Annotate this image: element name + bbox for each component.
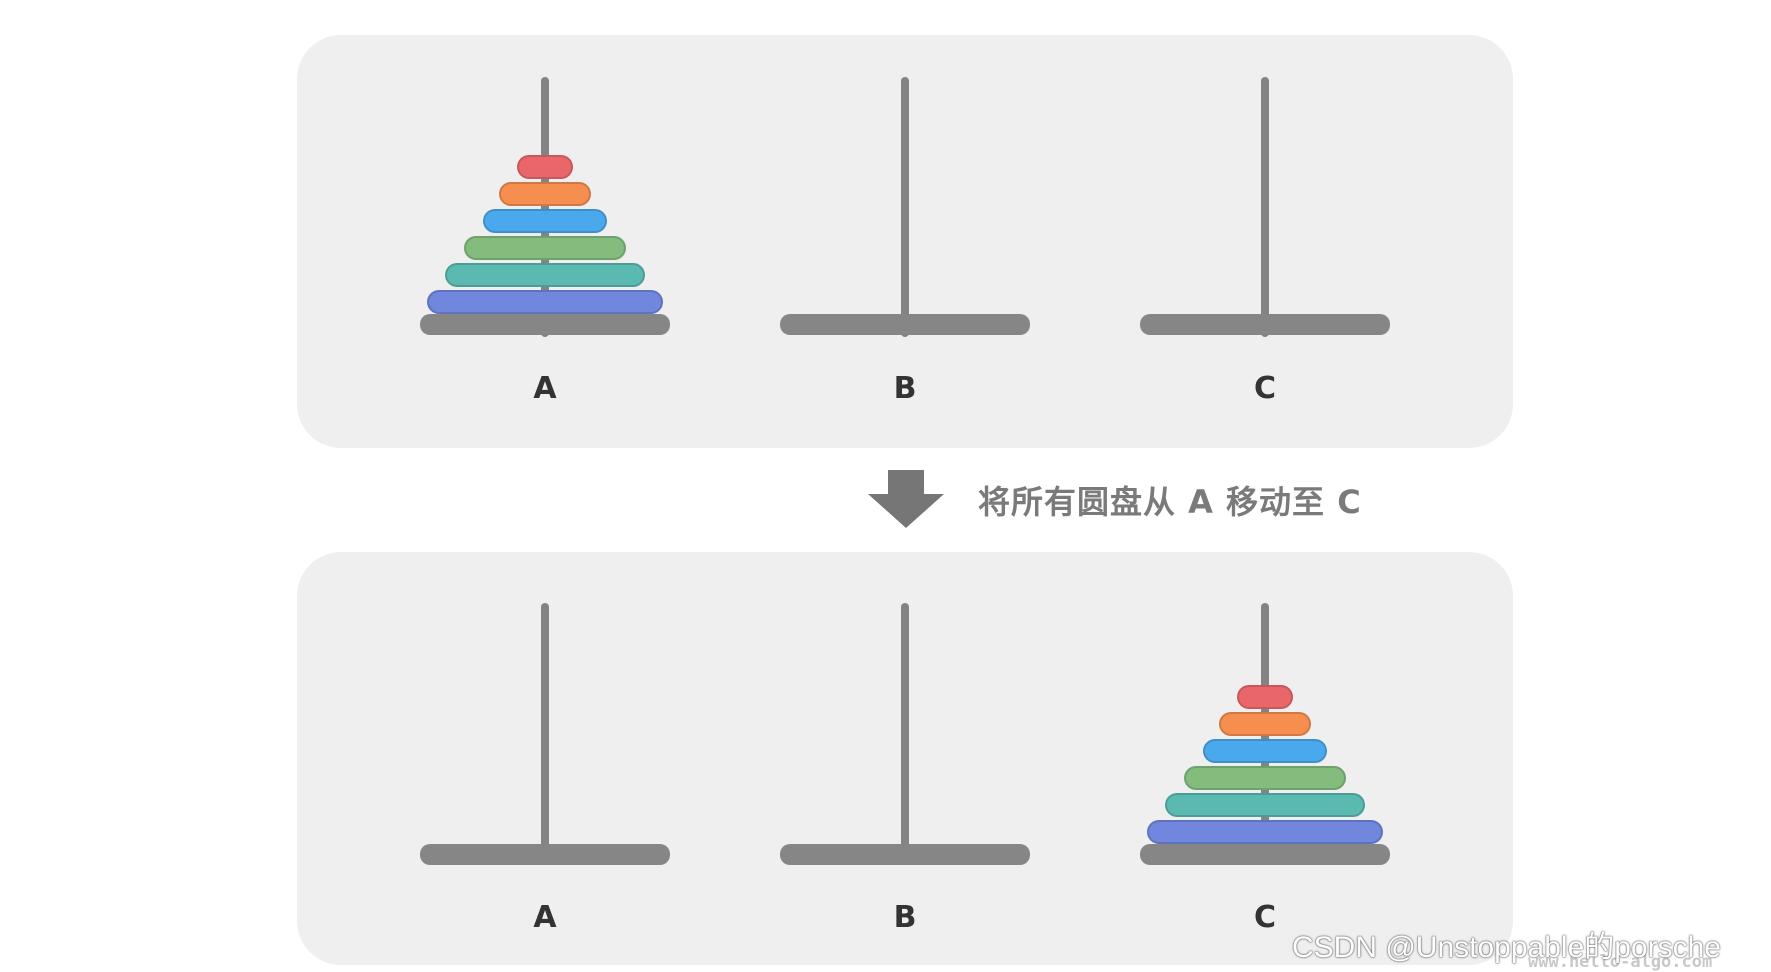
disk (427, 290, 663, 314)
rod (901, 77, 909, 337)
peg-label: B (780, 900, 1030, 935)
peg-label: C (1140, 371, 1390, 406)
peg-base (1140, 314, 1390, 335)
final-state-panel: A B C (297, 552, 1513, 965)
disk (1203, 739, 1327, 763)
disk (1165, 793, 1365, 817)
disk (464, 236, 626, 260)
disk (1219, 712, 1311, 736)
initial-state-panel: A B C (297, 35, 1513, 448)
disk (1147, 820, 1383, 844)
rod (901, 603, 909, 857)
peg-label: B (780, 371, 1030, 406)
peg-base (420, 314, 670, 335)
rod (541, 603, 549, 857)
move-caption: 将所有圆盘从 A 移动至 C (978, 477, 1362, 523)
disk (1184, 766, 1346, 790)
peg-base (780, 844, 1030, 865)
peg-base (1140, 844, 1390, 865)
disk (499, 182, 591, 206)
peg-label: A (420, 371, 670, 406)
disk (445, 263, 645, 287)
disk (517, 155, 573, 179)
disk (1237, 685, 1293, 709)
rod (1261, 77, 1269, 337)
peg-base (780, 314, 1030, 335)
disk (483, 209, 607, 233)
peg-base (420, 844, 670, 865)
down-arrow-icon (866, 470, 946, 530)
csdn-watermark: CSDN @Unstoppable的porsche (1292, 922, 1721, 966)
peg-label: A (420, 900, 670, 935)
